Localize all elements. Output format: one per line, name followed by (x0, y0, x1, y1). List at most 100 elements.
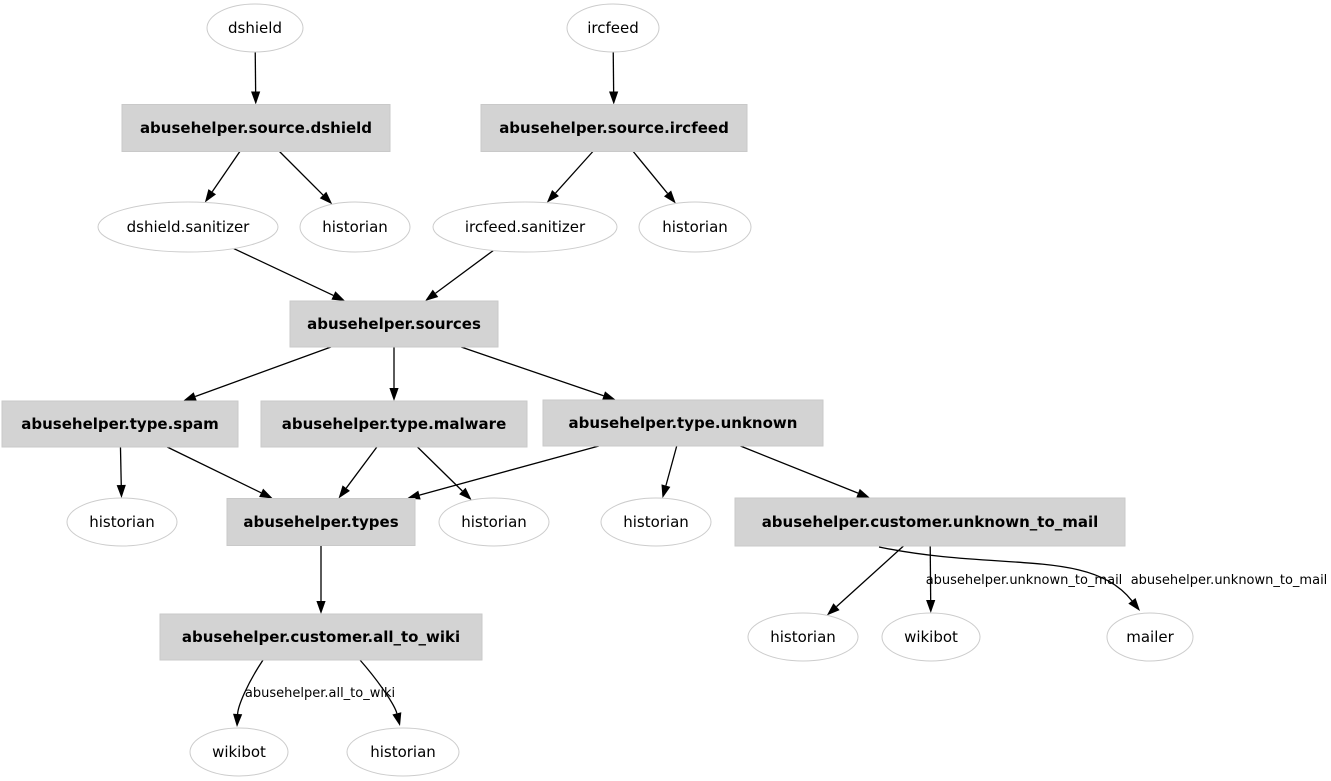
edge-line (460, 346, 604, 397)
graph-edge-ircfeed-source_ircfeed (609, 51, 619, 105)
node-box-shape (260, 400, 528, 448)
edge-line (233, 247, 334, 297)
arrowhead (406, 490, 421, 500)
graph-node-wikibot_wiki: wikibot (189, 727, 289, 777)
arrowhead (331, 291, 346, 301)
edge-layer: abusehelper.unknown_to_mail abusehelper.u… (116, 51, 1328, 727)
graph-node-unknown_to_mail: abusehelper.customer.unknown_to_mail (734, 497, 1126, 547)
arrowhead (926, 599, 936, 614)
edge-line (166, 446, 262, 494)
node-label: wikibot (904, 628, 958, 646)
node-label: abusehelper.type.unknown (569, 414, 798, 432)
graph-node-historian_spam: historian (66, 497, 178, 547)
graph-edge-type_unknown-types (406, 445, 600, 500)
edge-line (419, 445, 600, 496)
node-ellipse-shape (600, 497, 712, 547)
arrowhead (856, 488, 871, 498)
edge-line (417, 446, 463, 492)
node-box-shape (480, 104, 748, 152)
graph-edge-source_dshield-dshield_sanitizer (204, 151, 241, 203)
arrowhead (602, 391, 616, 401)
edge-label: abusehelper.unknown_to_mail (1131, 573, 1328, 588)
node-ellipse-shape (438, 497, 550, 547)
graph-node-ircfeed: ircfeed (566, 3, 660, 53)
graph-edge-all_to_wiki-wikibot_wiki: abusehelper.all_to_wiki (233, 659, 395, 727)
graph-node-type_malware: abusehelper.type.malware (260, 400, 528, 448)
node-box-shape (1, 400, 239, 448)
graph-edge-ircfeed_sanitizer-sources (425, 249, 494, 301)
graph-node-type_spam: abusehelper.type.spam (1, 400, 239, 448)
node-layer: dshield ircfeed abusehelper.source.dshield… (1, 3, 1194, 777)
node-label: historian (461, 513, 527, 531)
graph-node-historian_unknown: historian (600, 497, 712, 547)
graph-edge-type_spam-types (166, 446, 273, 499)
arrowhead (425, 289, 439, 301)
node-ellipse-shape (432, 201, 618, 253)
node-box-shape (734, 497, 1126, 547)
node-label: abusehelper.type.malware (282, 415, 507, 433)
edge-label: abusehelper.all_to_wiki (245, 686, 395, 701)
graph-node-source_dshield: abusehelper.source.dshield (121, 104, 391, 152)
edge-line (279, 151, 324, 196)
graph-edge-source_ircfeed-ircfeed_sanitizer (546, 151, 594, 203)
node-label: dshield (228, 19, 282, 37)
edge-line (435, 249, 494, 294)
node-ellipse-shape (299, 201, 411, 253)
arrowhead (233, 713, 243, 727)
graph-node-mailer: mailer (1106, 612, 1194, 662)
arrowhead (259, 488, 273, 499)
arrowhead (251, 91, 261, 105)
node-ellipse-shape (346, 727, 460, 777)
graph-node-historian_mail: historian (747, 612, 859, 662)
graph-edge-source_ircfeed-historian_src_ircfeed (632, 151, 676, 204)
node-label: historian (623, 513, 689, 531)
graph-edge-type_spam-historian_spam (116, 446, 126, 499)
node-box-shape (121, 104, 391, 152)
graph-edge-type_unknown-unknown_to_mail (740, 445, 871, 498)
edge-label: abusehelper.unknown_to_mail (926, 573, 1123, 588)
node-label: abusehelper.source.dshield (140, 119, 372, 137)
node-label: historian (89, 513, 155, 531)
arrowhead (826, 603, 840, 616)
arrowhead (183, 392, 197, 401)
edge-line (665, 445, 678, 486)
graph-edge-sources-type_spam (183, 346, 332, 401)
graph-edge-unknown_to_mail-wikibot_mail: abusehelper.unknown_to_mail (926, 545, 1123, 614)
arrowhead (392, 712, 402, 726)
edge-line (632, 151, 669, 194)
node-label: abusehelper.source.ircfeed (499, 119, 729, 137)
edge-line (836, 545, 904, 608)
graph-edge-source_dshield-historian_src_dshield (279, 151, 333, 205)
graph-edge-all_to_wiki-historian_wiki (359, 659, 402, 726)
graph-node-historian_wiki: historian (346, 727, 460, 777)
graph-node-historian_malware: historian (438, 497, 550, 547)
node-ellipse-shape (1106, 612, 1194, 662)
graph-edge-dshield-source_dshield (251, 51, 261, 105)
node-label: ircfeed.sanitizer (465, 218, 586, 236)
node-label: mailer (1126, 628, 1174, 646)
edge-line (555, 151, 594, 194)
graph-node-dshield_sanitizer: dshield.sanitizer (97, 201, 279, 253)
node-label: abusehelper.types (243, 513, 398, 531)
node-box-shape (159, 613, 483, 661)
graph-edge-type_unknown-historian_unknown (661, 445, 678, 499)
graph-node-type_unknown: abusehelper.type.unknown (542, 399, 824, 447)
graph-edge-type_malware-types (338, 446, 378, 499)
graph-node-historian_src_dshield: historian (299, 201, 411, 253)
graph-edge-sources-type_malware (389, 347, 399, 401)
node-box-shape (542, 399, 824, 447)
graph-edge-types-all_to_wiki (316, 545, 326, 614)
node-ellipse-shape (566, 3, 660, 53)
node-ellipse-shape (638, 201, 752, 253)
arrowhead (1128, 597, 1140, 611)
arrowhead (338, 485, 350, 499)
node-label: ircfeed (587, 19, 639, 37)
arrowhead (116, 484, 126, 499)
arrowhead (661, 484, 671, 499)
node-box-shape (226, 498, 416, 546)
node-ellipse-shape (747, 612, 859, 662)
edge-line (195, 346, 332, 398)
graph-node-source_ircfeed: abusehelper.source.ircfeed (480, 104, 748, 152)
arrowhead (319, 191, 333, 205)
